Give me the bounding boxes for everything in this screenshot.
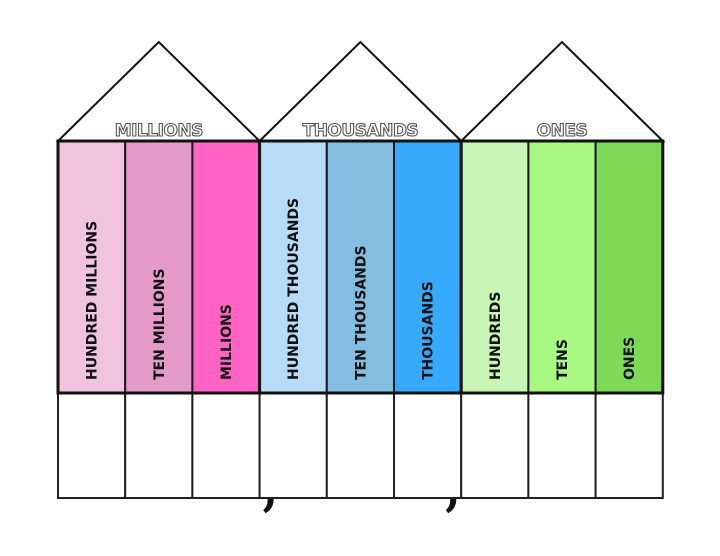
column-label: TEN MILLIONS <box>152 268 168 380</box>
column-label: THOUSANDS <box>421 281 437 380</box>
digit-box[interactable] <box>325 392 395 499</box>
digit-box[interactable] <box>527 392 597 499</box>
digit-box[interactable] <box>393 392 463 499</box>
column-label: HUNDRED MILLIONS <box>85 221 101 380</box>
column-header <box>191 140 261 394</box>
column-label: MILLIONS <box>219 304 235 380</box>
group-label: MILLIONS <box>115 121 203 141</box>
group-border <box>459 139 665 395</box>
comma-separator: , <box>263 466 278 517</box>
digit-box[interactable] <box>460 392 530 499</box>
column-label: TEN THOUSANDS <box>353 245 369 380</box>
group-label: ONES <box>537 121 588 141</box>
digit-box[interactable] <box>124 392 194 499</box>
digit-box[interactable] <box>594 392 664 499</box>
column-label: HUNDRED THOUSANDS <box>286 198 302 380</box>
column-label: ONES <box>622 337 638 380</box>
digit-box[interactable] <box>57 392 127 499</box>
column-label: HUNDREDS <box>488 292 504 380</box>
column-header <box>527 140 597 394</box>
group-label: THOUSANDS <box>303 121 419 141</box>
comma-separator: , <box>445 466 460 517</box>
column-label: TENS <box>555 339 571 380</box>
digit-box[interactable] <box>191 392 261 499</box>
